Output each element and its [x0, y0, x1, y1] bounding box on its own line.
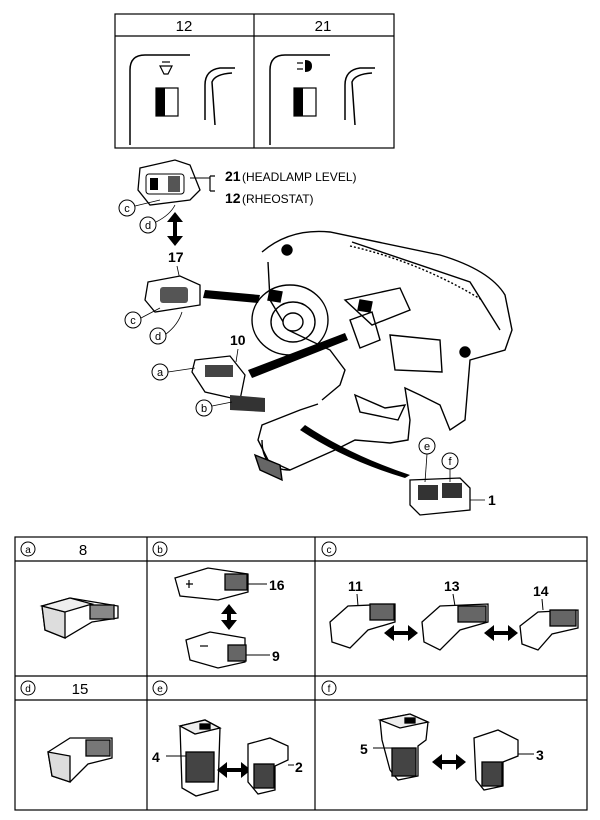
switch-1 [409, 477, 471, 516]
callout-e: e [424, 441, 430, 453]
callout-f: f [448, 456, 452, 468]
callout-bracket [209, 175, 215, 192]
grid-letter-e: e [157, 684, 163, 695]
grid-circle-e [152, 680, 168, 696]
grid-part-8: 8 [79, 542, 87, 559]
switch-5 [377, 713, 431, 781]
table-header-21: 21 [315, 18, 332, 35]
grid-label-4: 4 [152, 749, 160, 765]
switch-13 [421, 603, 489, 651]
grid-circle-b [152, 541, 168, 557]
callout-circle-c1 [118, 199, 136, 217]
dashboard-light-icon [159, 61, 173, 75]
switch-panel-10 [191, 355, 265, 412]
callout-circle-c2 [124, 311, 142, 329]
grid-letter-f: f [328, 684, 331, 695]
switch-2 [247, 737, 289, 795]
grid-label-2: 2 [295, 759, 303, 775]
switch-4 [178, 719, 222, 797]
callout-10: 10 [230, 332, 246, 348]
double-arrow-e [217, 762, 251, 778]
grid-letter-c: c [327, 545, 332, 556]
switch-16 [174, 567, 249, 601]
grid-circle-c [321, 541, 337, 557]
callout-12: 12 [225, 190, 241, 206]
grid-label-11: 11 [348, 578, 363, 594]
callout-d2: d [155, 331, 161, 343]
grid-label-9: 9 [272, 648, 280, 664]
callout-rheostat: (RHEOSTAT) [242, 192, 314, 206]
double-arrow-vertical-b [221, 604, 237, 630]
pointer-stripe-10 [248, 333, 348, 378]
callout-d1: d [145, 220, 151, 232]
double-arrow-vertical [167, 212, 183, 246]
switch-3 [473, 729, 519, 791]
table-header-12: 12 [176, 18, 193, 35]
switch-8 [39, 597, 119, 639]
double-arrow-c2 [484, 625, 518, 641]
callout-a: a [157, 367, 164, 379]
dashboard-illustration [251, 230, 513, 482]
grid-letter-b: b [157, 545, 163, 556]
callout-c2: c [130, 315, 136, 327]
headlamp-level-panel-illustration [269, 54, 375, 145]
pointer-stripe-1 [300, 425, 410, 478]
grid-circle-d [20, 680, 36, 696]
pointer-stripe-17 [203, 290, 260, 303]
double-arrow-c1 [384, 625, 418, 641]
grid-label-13: 13 [444, 578, 460, 594]
grid-label-5: 5 [360, 741, 368, 757]
grid-letter-d: d [25, 684, 31, 695]
grid-circle-f [321, 680, 337, 696]
switch-15 [47, 737, 113, 783]
callout-circle-d2 [149, 327, 167, 345]
callout-circle-d1 [139, 216, 157, 234]
callout-b: b [201, 403, 207, 415]
grid-label-16: 16 [269, 577, 285, 593]
rheostat-panel-illustration [129, 54, 235, 145]
callout-1: 1 [488, 492, 496, 508]
double-arrow-f [432, 754, 466, 770]
grid-letter-a: a [25, 545, 31, 556]
switch-11 [329, 603, 396, 649]
top-reference-table: 12 21 [114, 13, 395, 149]
callout-21: 21 [225, 168, 241, 184]
switch-14 [519, 609, 579, 651]
callout-headlamp-level: (HEADLAMP LEVEL) [242, 170, 357, 184]
grid-label-14: 14 [533, 583, 549, 599]
switch-9 [185, 631, 247, 669]
grid-label-3: 3 [536, 747, 544, 763]
callout-17: 17 [168, 249, 184, 265]
grid-circle-a [20, 541, 36, 557]
detail-grid [14, 536, 588, 811]
callout-c1: c [124, 203, 130, 215]
switch-assembly-top [137, 159, 210, 206]
switch-17 [144, 275, 201, 313]
grid-part-15: 15 [72, 681, 89, 698]
callout-circle-b [195, 399, 213, 417]
headlamp-icon [297, 60, 312, 72]
